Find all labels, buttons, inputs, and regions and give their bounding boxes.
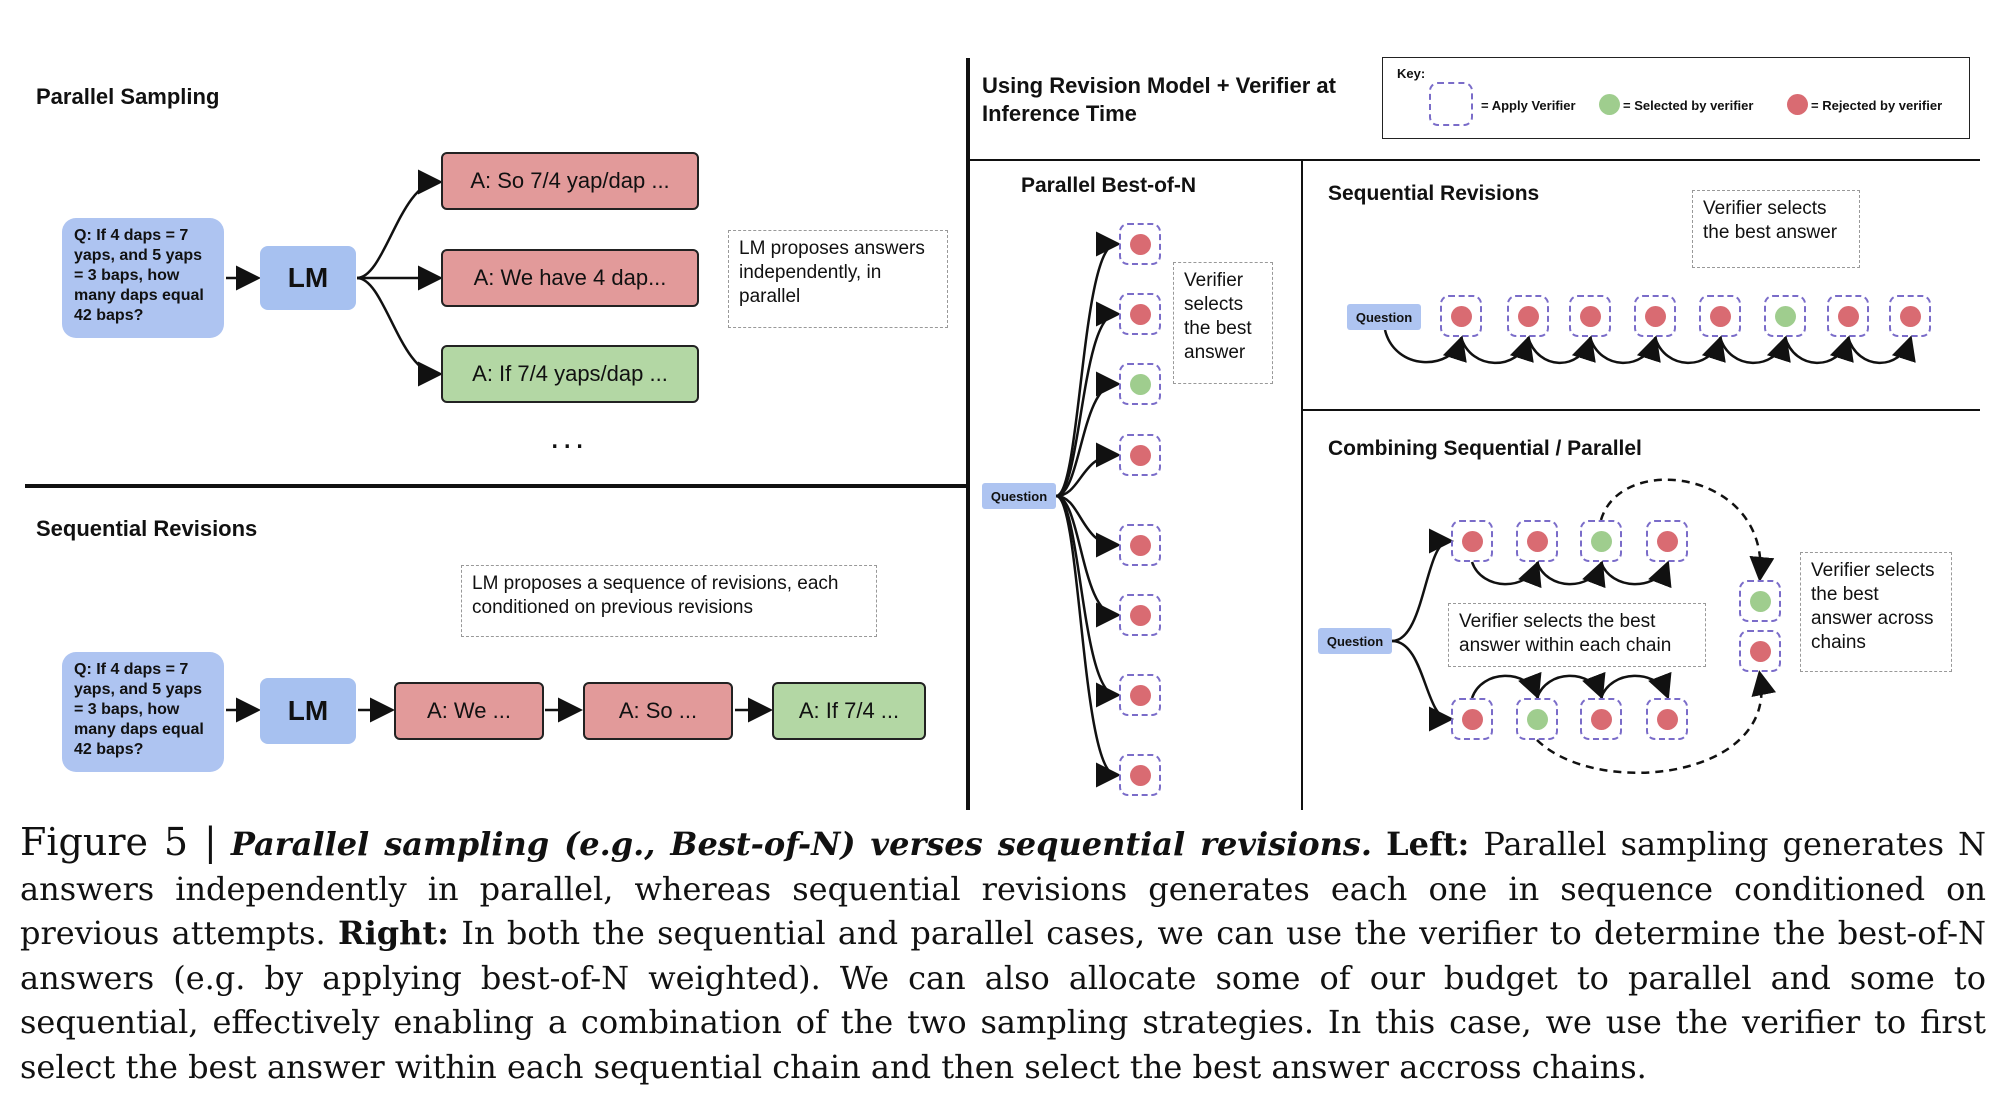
sequential-revision-node xyxy=(1507,295,1549,337)
rejected-dot-icon xyxy=(1129,684,1151,706)
chain1-node xyxy=(1580,520,1622,562)
sequential-revision-node xyxy=(1699,295,1741,337)
caption-right-text: In both the sequential and parallel case… xyxy=(20,914,1987,1086)
caption-title: Parallel sampling (e.g., Best-of-N) vers… xyxy=(230,825,1373,863)
rejected-dot-icon xyxy=(1656,708,1678,730)
key-apply: = Apply Verifier xyxy=(1481,98,1576,113)
rejected-dot-icon xyxy=(1129,444,1151,466)
rejected-dot-icon xyxy=(1899,305,1921,327)
final-candidate-node xyxy=(1739,580,1781,622)
best-of-n-candidate xyxy=(1119,223,1161,265)
rejected-dot-icon xyxy=(1461,530,1483,552)
sequential-revision-node xyxy=(1827,295,1869,337)
caption-left-label: Left: xyxy=(1386,825,1470,863)
selected-dot-icon xyxy=(1774,305,1796,327)
selected-dot-icon xyxy=(1129,373,1151,395)
selected-dot-icon xyxy=(1590,530,1612,552)
selected-dot-icon xyxy=(1599,94,1620,115)
question-box: Q: If 4 daps = 7 yaps, and 5 yaps = 3 ba… xyxy=(62,218,224,338)
best-of-n-candidate xyxy=(1119,293,1161,335)
rejected-dot-icon xyxy=(1526,530,1548,552)
diagram-connectors xyxy=(25,58,1980,810)
rejected-dot-icon xyxy=(1461,708,1483,730)
parallel-answer-1: A: So 7/4 yap/dap ... xyxy=(441,152,699,210)
chain2-node xyxy=(1516,698,1558,740)
rejected-dot-icon xyxy=(1709,305,1731,327)
parallel-answer-2: A: We have 4 dap... xyxy=(441,249,699,307)
lm-box: LM xyxy=(260,246,356,310)
chain1-node xyxy=(1516,520,1558,562)
final-candidate-node xyxy=(1739,630,1781,672)
best-of-n-candidate xyxy=(1119,594,1161,636)
right-sequential-note: Verifier selects the best answer xyxy=(1692,190,1860,268)
best-of-n-candidate xyxy=(1119,674,1161,716)
combined-arrows xyxy=(1391,478,1777,774)
rejected-dot-icon xyxy=(1749,640,1771,662)
sequential-arrows xyxy=(1383,329,1916,365)
parallel-sampling-title: Parallel Sampling xyxy=(36,84,220,109)
key-label: Key: xyxy=(1397,66,1426,81)
rejected-dot-icon xyxy=(1129,303,1151,325)
caption-right-label: Right: xyxy=(338,914,449,952)
chain2-node xyxy=(1451,698,1493,740)
sequential-revision-node xyxy=(1889,295,1931,337)
right-sequential-question: Question xyxy=(1347,304,1421,330)
right-sequential-title: Sequential Revisions xyxy=(1328,182,1540,205)
selected-dot-icon xyxy=(1749,590,1771,612)
parallel-note: LM proposes answers independently, in pa… xyxy=(728,230,948,328)
key-rejected: = Rejected by verifier xyxy=(1811,98,1943,113)
more-answers-ellipsis: ... xyxy=(550,418,588,456)
sequential-revision-node xyxy=(1634,295,1676,337)
best-of-n-candidate xyxy=(1119,754,1161,796)
figure-number: Figure 5 | xyxy=(20,820,217,864)
rejected-dot-icon xyxy=(1129,764,1151,786)
chain1-node xyxy=(1451,520,1493,562)
parallel-answer-3: A: If 7/4 yaps/dap ... xyxy=(441,345,699,403)
lm-box-sequential: LM xyxy=(260,678,356,744)
best-of-n-candidate xyxy=(1119,363,1161,405)
chain1-node xyxy=(1646,520,1688,562)
rejected-dot-icon xyxy=(1129,233,1151,255)
rejected-dot-icon xyxy=(1590,708,1612,730)
sequential-revision-node xyxy=(1569,295,1611,337)
best-of-n-note: Verifier selects the best answer xyxy=(1173,262,1273,384)
sequential-note: LM proposes a sequence of revisions, eac… xyxy=(461,565,877,637)
best-of-n-question: Question xyxy=(982,483,1056,509)
rejected-dot-icon xyxy=(1129,604,1151,626)
rejected-dot-icon xyxy=(1450,305,1472,327)
sequential-revision-node xyxy=(1764,295,1806,337)
best-of-n-title: Parallel Best-of-N xyxy=(1021,174,1197,197)
best-of-n-candidate xyxy=(1119,434,1161,476)
chain2-node xyxy=(1580,698,1622,740)
rejected-dot-icon xyxy=(1837,305,1859,327)
rejected-dot-icon xyxy=(1579,305,1601,327)
rejected-dot-icon xyxy=(1787,94,1808,115)
right-header: Using Revision Model + Verifier at Infer… xyxy=(982,73,1336,126)
sequential-revision-node xyxy=(1440,295,1482,337)
rejected-dot-icon xyxy=(1517,305,1539,327)
across-chains-note: Verifier selects the best answer across … xyxy=(1800,552,1952,672)
apply-verifier-icon xyxy=(1429,82,1473,126)
chain2-node xyxy=(1646,698,1688,740)
sequential-answer-2: A: So ... xyxy=(583,682,733,740)
best-of-n-candidate xyxy=(1119,524,1161,566)
legend-key: Key: = Apply Verifier = Selected by veri… xyxy=(1382,57,1970,139)
question-box-sequential: Q: If 4 daps = 7 yaps, and 5 yaps = 3 ba… xyxy=(62,652,224,772)
combined-question: Question xyxy=(1318,628,1392,654)
best-of-n-arrows xyxy=(1055,231,1121,788)
caption-left-text: Parallel sampling generates N answers in… xyxy=(20,825,1987,952)
rejected-dot-icon xyxy=(1644,305,1666,327)
sequential-answer-1: A: We ... xyxy=(394,682,544,740)
sequential-revisions-title: Sequential Revisions xyxy=(36,516,258,541)
selected-dot-icon xyxy=(1526,708,1548,730)
sequential-answer-3: A: If 7/4 ... xyxy=(772,682,926,740)
chain-note: Verifier selects the best answer within … xyxy=(1448,603,1706,667)
rejected-dot-icon xyxy=(1656,530,1678,552)
key-selected: = Selected by verifier xyxy=(1623,98,1754,113)
combined-title: Combining Sequential / Parallel xyxy=(1328,437,1642,460)
rejected-dot-icon xyxy=(1129,534,1151,556)
figure-caption: Figure 5 | Parallel sampling (e.g., Best… xyxy=(20,820,1986,1089)
